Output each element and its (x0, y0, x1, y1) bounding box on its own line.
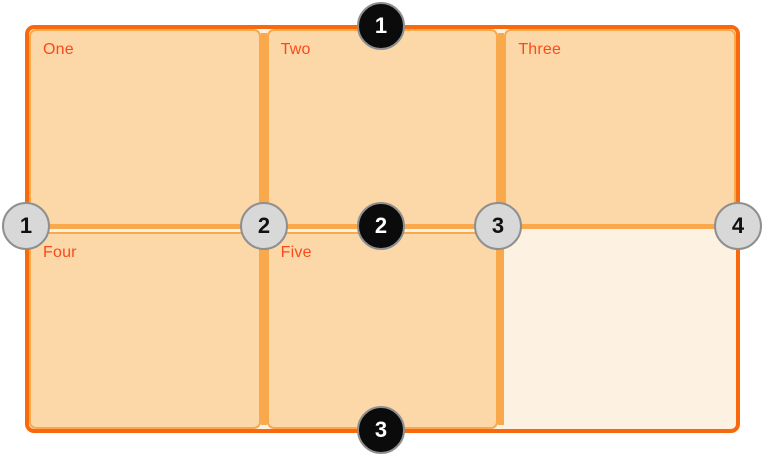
row-line-badge-2-number: 2 (374, 213, 388, 238)
column-line-badge-1-number: 1 (19, 213, 33, 238)
row-line-badge-1: 1 (357, 2, 405, 50)
grid-cell-empty (504, 232, 736, 429)
column-line-badge-2: 2 (240, 202, 288, 250)
column-line-badge-4-number: 4 (731, 213, 745, 238)
column-line-badge-3: 3 (474, 202, 522, 250)
row-line-badge-2: 2 (357, 202, 405, 250)
column-line-badge-2-number: 2 (257, 213, 271, 238)
row-line-badge-3-number: 3 (374, 417, 388, 442)
grid-cell-three: Three (504, 29, 736, 226)
cell-label-one: One (43, 41, 74, 58)
grid-cell-five: Five (266, 232, 499, 429)
cell-label-four: Four (43, 244, 77, 261)
grid-cell-four: Four (29, 232, 261, 429)
grid-cell-one: One (29, 29, 261, 226)
cell-label-five: Five (280, 244, 312, 261)
row-line-badge-1-number: 1 (374, 13, 388, 38)
cell-label-three: Three (518, 41, 562, 58)
grid-cell-two: Two (266, 29, 499, 226)
column-line-badge-1: 1 (2, 202, 50, 250)
column-line-badge-4: 4 (714, 202, 762, 250)
row-line-badge-3: 3 (357, 406, 405, 454)
cell-label-two: Two (280, 41, 311, 58)
grid-cells: One Two Three Four Five (29, 29, 736, 429)
column-line-badge-3-number: 3 (491, 213, 505, 238)
